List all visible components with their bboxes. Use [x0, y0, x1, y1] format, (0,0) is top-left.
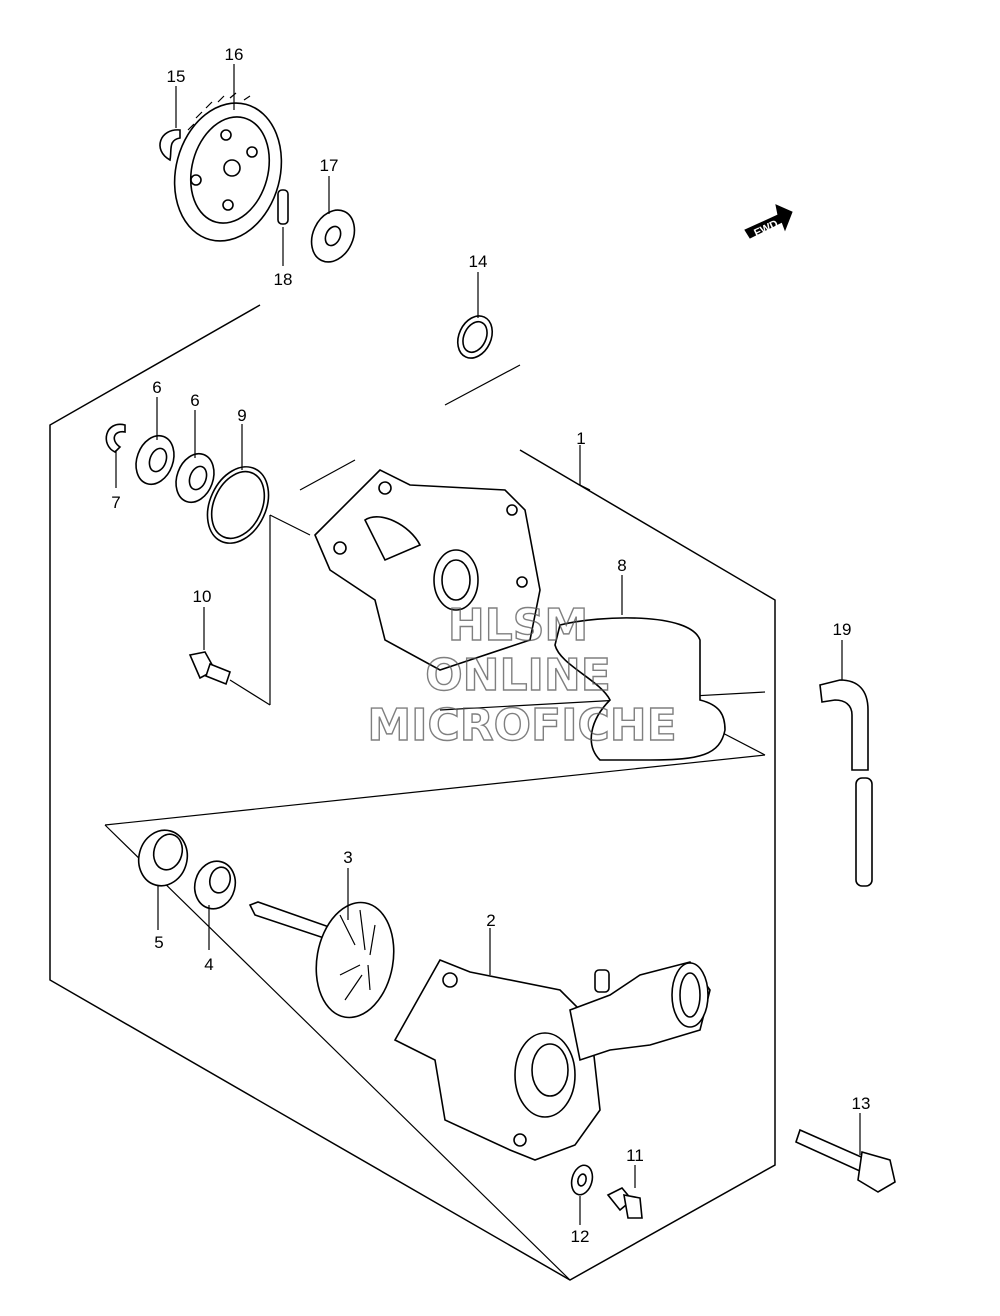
circlip — [159, 129, 181, 162]
divider-line-mid — [439, 691, 766, 711]
thrust-washer — [310, 209, 356, 263]
callout-labels: 1 2 3 4 5 6 6 7 8 9 10 11 12 13 14 15 16… — [111, 45, 870, 1246]
bearing-1 — [135, 434, 175, 486]
pump-body — [393, 958, 601, 1161]
bolt-short — [188, 651, 231, 686]
callout-4: 4 — [204, 955, 213, 974]
water-hose — [819, 679, 873, 887]
callout-17: 17 — [320, 156, 339, 175]
outlet-fitting — [569, 961, 711, 1062]
cover-gasket — [554, 617, 726, 761]
callout-11: 11 — [626, 1146, 644, 1165]
o-ring-large — [206, 466, 270, 544]
callout-1: 1 — [576, 429, 585, 448]
callout-12: 12 — [571, 1227, 590, 1246]
sealing-washer — [570, 1164, 594, 1196]
callout-6a: 6 — [152, 378, 161, 397]
callout-14: 14 — [469, 252, 488, 271]
dowel-pin — [277, 189, 289, 225]
drain-bolt — [606, 1187, 643, 1219]
mechanical-seal — [193, 860, 237, 910]
svg-text:FWD: FWD — [752, 218, 780, 239]
callout-10: 10 — [193, 587, 212, 606]
callout-13: 13 — [852, 1094, 871, 1113]
bracket-line-10 — [229, 514, 311, 706]
callout-15: 15 — [167, 67, 186, 86]
callout-3: 3 — [343, 848, 352, 867]
watermark: HLSM ONLINE MICROFICHE — [367, 599, 678, 751]
callout-5: 5 — [154, 933, 163, 952]
callout-2: 2 — [486, 911, 495, 930]
e-clip — [105, 423, 126, 453]
callout-7: 7 — [111, 493, 120, 512]
impeller-shaft — [248, 901, 395, 1019]
watermark-line3: MICROFICHE — [367, 700, 676, 751]
o-ring-small — [456, 315, 494, 359]
callout-16: 16 — [225, 45, 244, 64]
bolt-long — [795, 1128, 896, 1193]
watermark-line1: HLSM — [448, 600, 588, 651]
pump-cover — [314, 469, 541, 671]
callout-19: 19 — [833, 620, 852, 639]
watermark-line2: ONLINE — [425, 650, 611, 701]
callout-8: 8 — [617, 556, 626, 575]
leader-lines — [115, 64, 861, 1225]
callout-6b: 6 — [190, 391, 199, 410]
callout-9: 9 — [237, 406, 246, 425]
oil-seal — [137, 829, 189, 887]
bearing-2 — [175, 452, 215, 504]
sprocket-gear — [173, 92, 283, 242]
forward-arrow: FWD — [744, 204, 793, 240]
callout-18: 18 — [274, 270, 293, 289]
